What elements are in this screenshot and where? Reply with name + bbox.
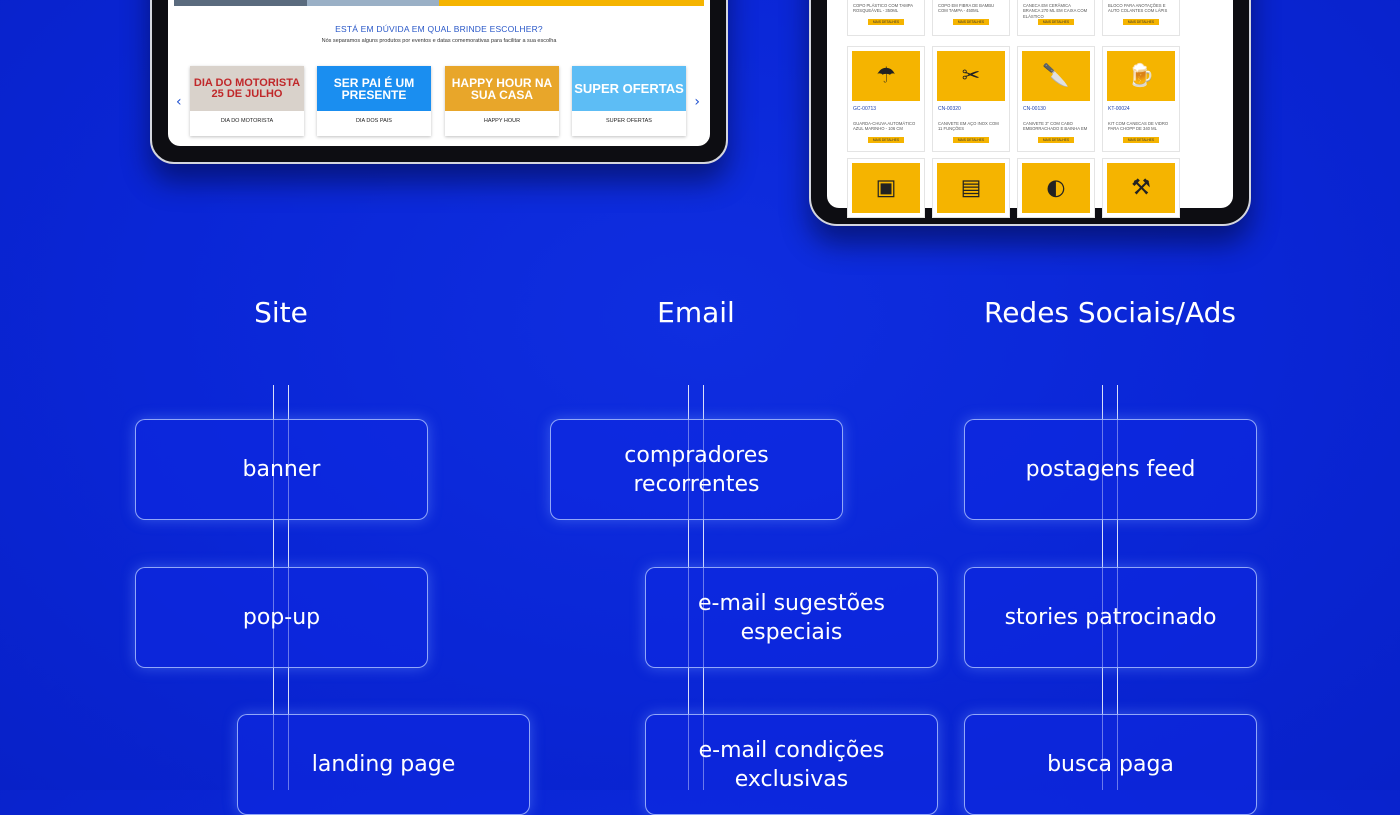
node-pop-up: pop-up — [135, 567, 428, 668]
details-button[interactable]: MAIS DETALHES — [1123, 19, 1159, 25]
gift-kit-icon: ▣ — [875, 175, 897, 201]
product-card[interactable]: ▤ — [932, 158, 1010, 218]
product-description: KIT COM CANECAS DE VIDRO PARA CHOPP DE 3… — [1108, 121, 1169, 132]
promo-card-motorista[interactable]: DIA DO MOTORISTA 25 DE JULHO DIA DO MOTO… — [190, 66, 304, 136]
node-stories-patrocinado: stories patrocinado — [964, 567, 1257, 668]
product-description: COPO PLÁSTICO COM TAMPA ROSQUEÁVEL - 350… — [853, 3, 913, 14]
product-card[interactable]: CANECA EM CERÂMICA BRANCA 270 ML EM CAIX… — [1017, 0, 1095, 36]
promo-card-dia-dos-pais[interactable]: SER PAI É UM PRESENTE DIA DOS PAIS — [317, 66, 431, 136]
section-title: ESTÁ EM DÚVIDA EM QUAL BRINDE ESCOLHER? — [335, 24, 543, 34]
product-image: ✂ — [937, 51, 1005, 101]
promo-label: DIA DO MOTORISTA — [220, 118, 274, 124]
product-description: CANIVETE 3" COM CABO EMBORRACHADO E BAIN… — [1023, 121, 1088, 132]
umbrella-icon: ☂ — [876, 63, 896, 89]
product-image: ◐ — [1022, 163, 1090, 213]
wood-box-icon: ▤ — [960, 175, 982, 201]
promo-card-happy-hour[interactable]: HAPPY HOUR NA SUA CASA HAPPY HOUR — [445, 66, 559, 136]
product-card-cn-00320[interactable]: ✂ CN-00320 CANIVETE EM AÇO INOX COM 11 F… — [932, 46, 1010, 152]
product-card[interactable]: ⚒ — [1102, 158, 1180, 218]
multitool-icon: ✂ — [961, 63, 981, 89]
node-email-condicoes: e-mail condições exclusivas — [645, 714, 938, 815]
promo-label: SUPER OFERTAS — [606, 118, 652, 124]
product-code: CN-00320 — [938, 106, 961, 112]
product-code: CN-00130 — [1023, 106, 1046, 112]
catalog-screen: COPO PLÁSTICO COM TAMPA ROSQUEÁVEL - 350… — [827, 0, 1233, 218]
knife-icon: 🔪 — [1042, 63, 1070, 89]
node-postagens-feed: postagens feed — [964, 419, 1257, 520]
cheese-board-icon: ◐ — [1046, 175, 1066, 201]
product-description: CANECA EM CERÂMICA BRANCA 270 ML EM CAIX… — [1023, 3, 1088, 19]
details-button[interactable]: MAIS DETALHES — [868, 19, 904, 25]
mug-icon: 🍺 — [1127, 63, 1155, 89]
promo-label: HAPPY HOUR — [483, 118, 521, 124]
product-code: KT-00024 — [1108, 106, 1130, 112]
product-card-kt-00024[interactable]: 🍺 KT-00024 KIT COM CANECAS DE VIDRO PARA… — [1102, 46, 1180, 152]
node-landing-page: landing page — [237, 714, 530, 815]
details-button[interactable]: MAIS DETALHES — [1123, 137, 1159, 143]
node-busca-paga: busca paga — [964, 714, 1257, 815]
bbq-kit-icon: ⚒ — [1131, 175, 1151, 201]
product-image: ▤ — [937, 163, 1005, 213]
hero-banner-strip — [174, 0, 704, 6]
section-subtitle: Nós separamos alguns produtos por evento… — [321, 38, 557, 44]
product-card[interactable]: ▣ — [847, 158, 925, 218]
promo-image: DIA DO MOTORISTA 25 DE JULHO — [190, 66, 304, 111]
product-card[interactable]: COPO PLÁSTICO COM TAMPA ROSQUEÁVEL - 350… — [847, 0, 925, 36]
product-image: ☂ — [852, 51, 920, 101]
tablet-mockup-catalog: COPO PLÁSTICO COM TAMPA ROSQUEÁVEL - 350… — [809, 0, 1251, 226]
product-card[interactable]: BLOCO PARA ANOTAÇÕES E AUTO COLANTES COM… — [1102, 0, 1180, 36]
promo-image: SUPER OFERTAS — [572, 66, 686, 111]
site-screen: ESTÁ EM DÚVIDA EM QUAL BRINDE ESCOLHER? … — [168, 0, 710, 146]
promo-label: DIA DOS PAIS — [356, 118, 392, 124]
column-title-social: Redes Sociais/Ads — [984, 296, 1236, 329]
promo-image: SER PAI É UM PRESENTE — [317, 66, 431, 111]
product-description: GUARDA-CHUVA AUTOMÁTICO AZUL MARINHO - 1… — [853, 121, 916, 132]
product-image: ⚒ — [1107, 163, 1175, 213]
product-code: GC-00713 — [853, 106, 877, 112]
node-email-sugestoes: e-mail sugestões especiais — [645, 567, 938, 668]
carousel-prev-icon[interactable]: ‹ — [176, 94, 182, 110]
product-image: ▣ — [852, 163, 920, 213]
carousel-next-icon[interactable]: › — [694, 94, 700, 110]
product-image: 🔪 — [1022, 51, 1090, 101]
column-title-site: Site — [254, 296, 308, 329]
node-banner: banner — [135, 419, 428, 520]
promo-card-super-ofertas[interactable]: SUPER OFERTAS SUPER OFERTAS — [572, 66, 686, 136]
product-card-gc-00713[interactable]: ☂ GC-00713 GUARDA-CHUVA AUTOMÁTICO AZUL … — [847, 46, 925, 152]
node-compradores-recorrentes: compradores recorrentes — [550, 419, 843, 520]
promo-image: HAPPY HOUR NA SUA CASA — [445, 66, 559, 111]
product-card-cn-00130[interactable]: 🔪 CN-00130 CANIVETE 3" COM CABO EMBORRAC… — [1017, 46, 1095, 152]
product-description: BLOCO PARA ANOTAÇÕES E AUTO COLANTES COM… — [1108, 3, 1168, 14]
product-card[interactable]: COPO EM FIBRA DE BAMBU COM TAMPA - 450ML… — [932, 0, 1010, 36]
product-description: CANIVETE EM AÇO INOX COM 11 FUNÇÕES — [938, 121, 999, 132]
details-button[interactable]: MAIS DETALHES — [953, 137, 989, 143]
tablet-mockup-site: ESTÁ EM DÚVIDA EM QUAL BRINDE ESCOLHER? … — [150, 0, 728, 164]
column-title-email: Email — [657, 296, 735, 329]
product-card[interactable]: ◐ — [1017, 158, 1095, 218]
details-button[interactable]: MAIS DETALHES — [868, 137, 904, 143]
product-description: COPO EM FIBRA DE BAMBU COM TAMPA - 450ML — [938, 3, 995, 14]
details-button[interactable]: MAIS DETALHES — [1038, 137, 1074, 143]
product-image: 🍺 — [1107, 51, 1175, 101]
details-button[interactable]: MAIS DETALHES — [1038, 19, 1074, 25]
details-button[interactable]: MAIS DETALHES — [953, 19, 989, 25]
